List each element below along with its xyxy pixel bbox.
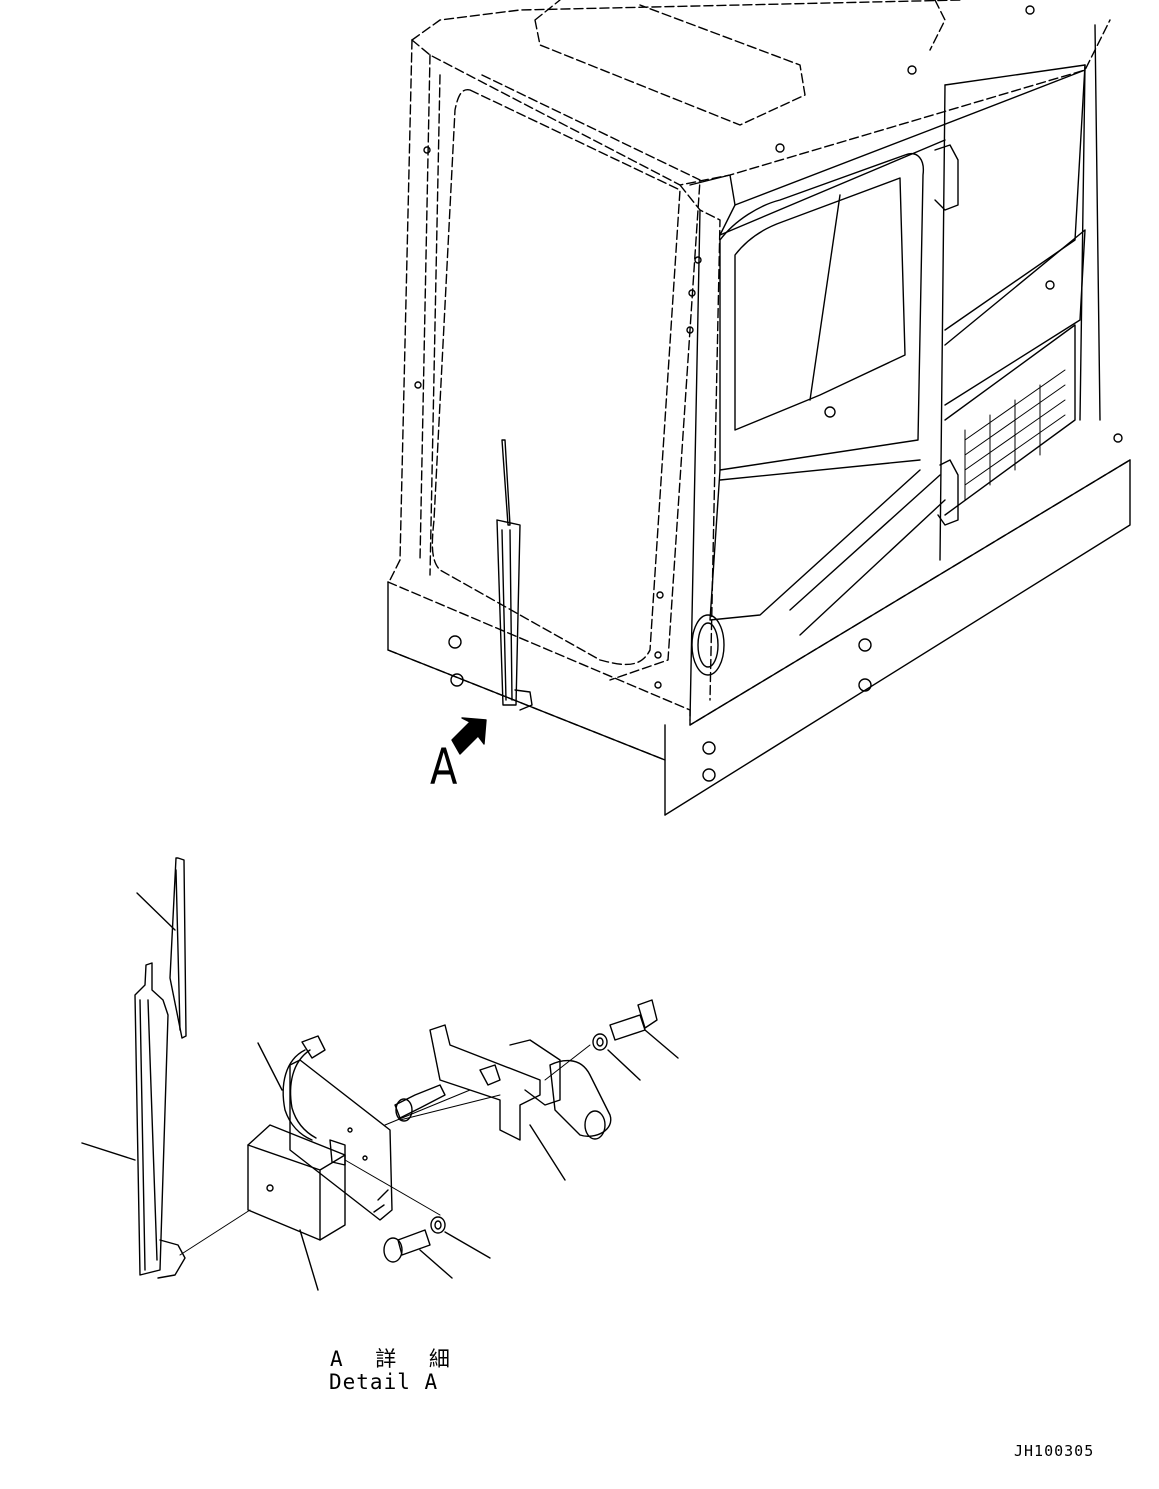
- leader-arm: [81, 1142, 136, 1161]
- wiring-harness: [282, 1049, 313, 1141]
- callout-a-label: A: [430, 738, 458, 796]
- wiper-motor: [429, 1024, 541, 1141]
- detail-title-english: Detail A: [329, 1370, 439, 1394]
- leader-washer-upper: [607, 1049, 641, 1081]
- wiper-blade: [169, 857, 187, 1039]
- leader-bolt-lower: [419, 1249, 453, 1279]
- operator-cab: [387, 0, 1131, 816]
- motor-cover: [247, 1124, 346, 1241]
- leader-motor: [529, 1124, 566, 1181]
- leader-harness: [257, 1042, 283, 1091]
- bracket-plate: [289, 1059, 393, 1221]
- detail-a-exploded-view: [81, 857, 679, 1291]
- bolt-lower: [397, 1229, 431, 1256]
- bolt-upper: [609, 1014, 646, 1041]
- wiper-arm: [134, 962, 169, 1276]
- drive-shaft: [394, 1084, 446, 1119]
- leader-cover: [299, 1229, 319, 1291]
- detail-title-japanese: A 詳 細: [330, 1347, 460, 1371]
- leader-washer-lower: [444, 1231, 491, 1259]
- drawing-reference-code: JH100305: [1014, 1442, 1095, 1460]
- leader-blade: [136, 892, 176, 931]
- leader-bolt-upper: [644, 1029, 679, 1059]
